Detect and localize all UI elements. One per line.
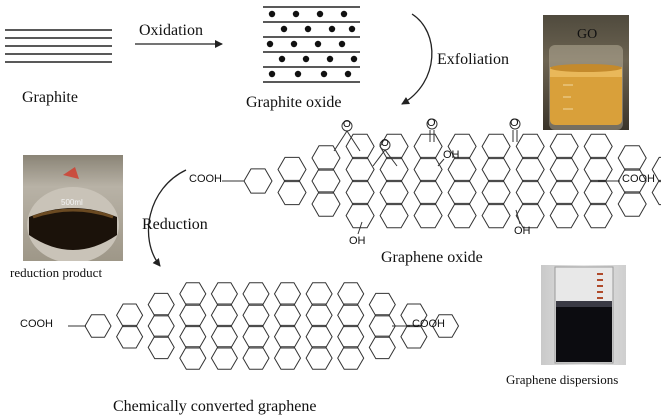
go-oxygen-ketone-2: O bbox=[510, 117, 519, 129]
go-oh-top: OH bbox=[443, 149, 460, 161]
oxidation-label: Oxidation bbox=[139, 22, 203, 39]
graphene-oxide-structure bbox=[222, 118, 661, 235]
chemically-converted-graphene-label: Chemically converted graphene bbox=[113, 398, 317, 415]
graphene-structure bbox=[68, 282, 460, 370]
graphene-dispersions-label: Graphene dispersions bbox=[506, 372, 619, 387]
go-cooh-left: COOH bbox=[189, 173, 222, 185]
reduction-arrow bbox=[147, 169, 187, 267]
go-oxygen-ketone-1: O bbox=[427, 117, 436, 129]
exfoliation-label: Exfoliation bbox=[437, 51, 509, 68]
go-photo-label: GO bbox=[577, 27, 598, 42]
go-oh-bottom-left: OH bbox=[349, 235, 366, 247]
graphite-layers-icon bbox=[5, 29, 112, 63]
go-oxygen-epoxide-2: O bbox=[381, 138, 389, 149]
graphite-oxide-label: Graphite oxide bbox=[246, 94, 342, 111]
graphite-label: Graphite bbox=[22, 89, 78, 106]
reduction-flask-photo: 500ml bbox=[23, 155, 123, 261]
go-cooh-right: COOH bbox=[622, 173, 655, 185]
reduction-label: Reduction bbox=[142, 216, 208, 233]
go-beaker-photo: GO bbox=[543, 15, 629, 130]
graphene-dispersion-photo bbox=[541, 265, 626, 365]
flask-marking: 500ml bbox=[61, 198, 83, 207]
rgo-cooh-left: COOH bbox=[20, 318, 53, 330]
go-oxygen-epoxide-1: O bbox=[343, 119, 351, 130]
go-oh-bottom-right: OH bbox=[514, 225, 531, 237]
reduction-product-label: reduction product bbox=[10, 265, 103, 280]
graphite-oxide-layers-icon bbox=[263, 6, 360, 83]
exfoliation-arrow bbox=[401, 13, 433, 105]
graphene-oxide-label: Graphene oxide bbox=[381, 249, 483, 266]
rgo-cooh-right: COOH bbox=[412, 318, 445, 330]
